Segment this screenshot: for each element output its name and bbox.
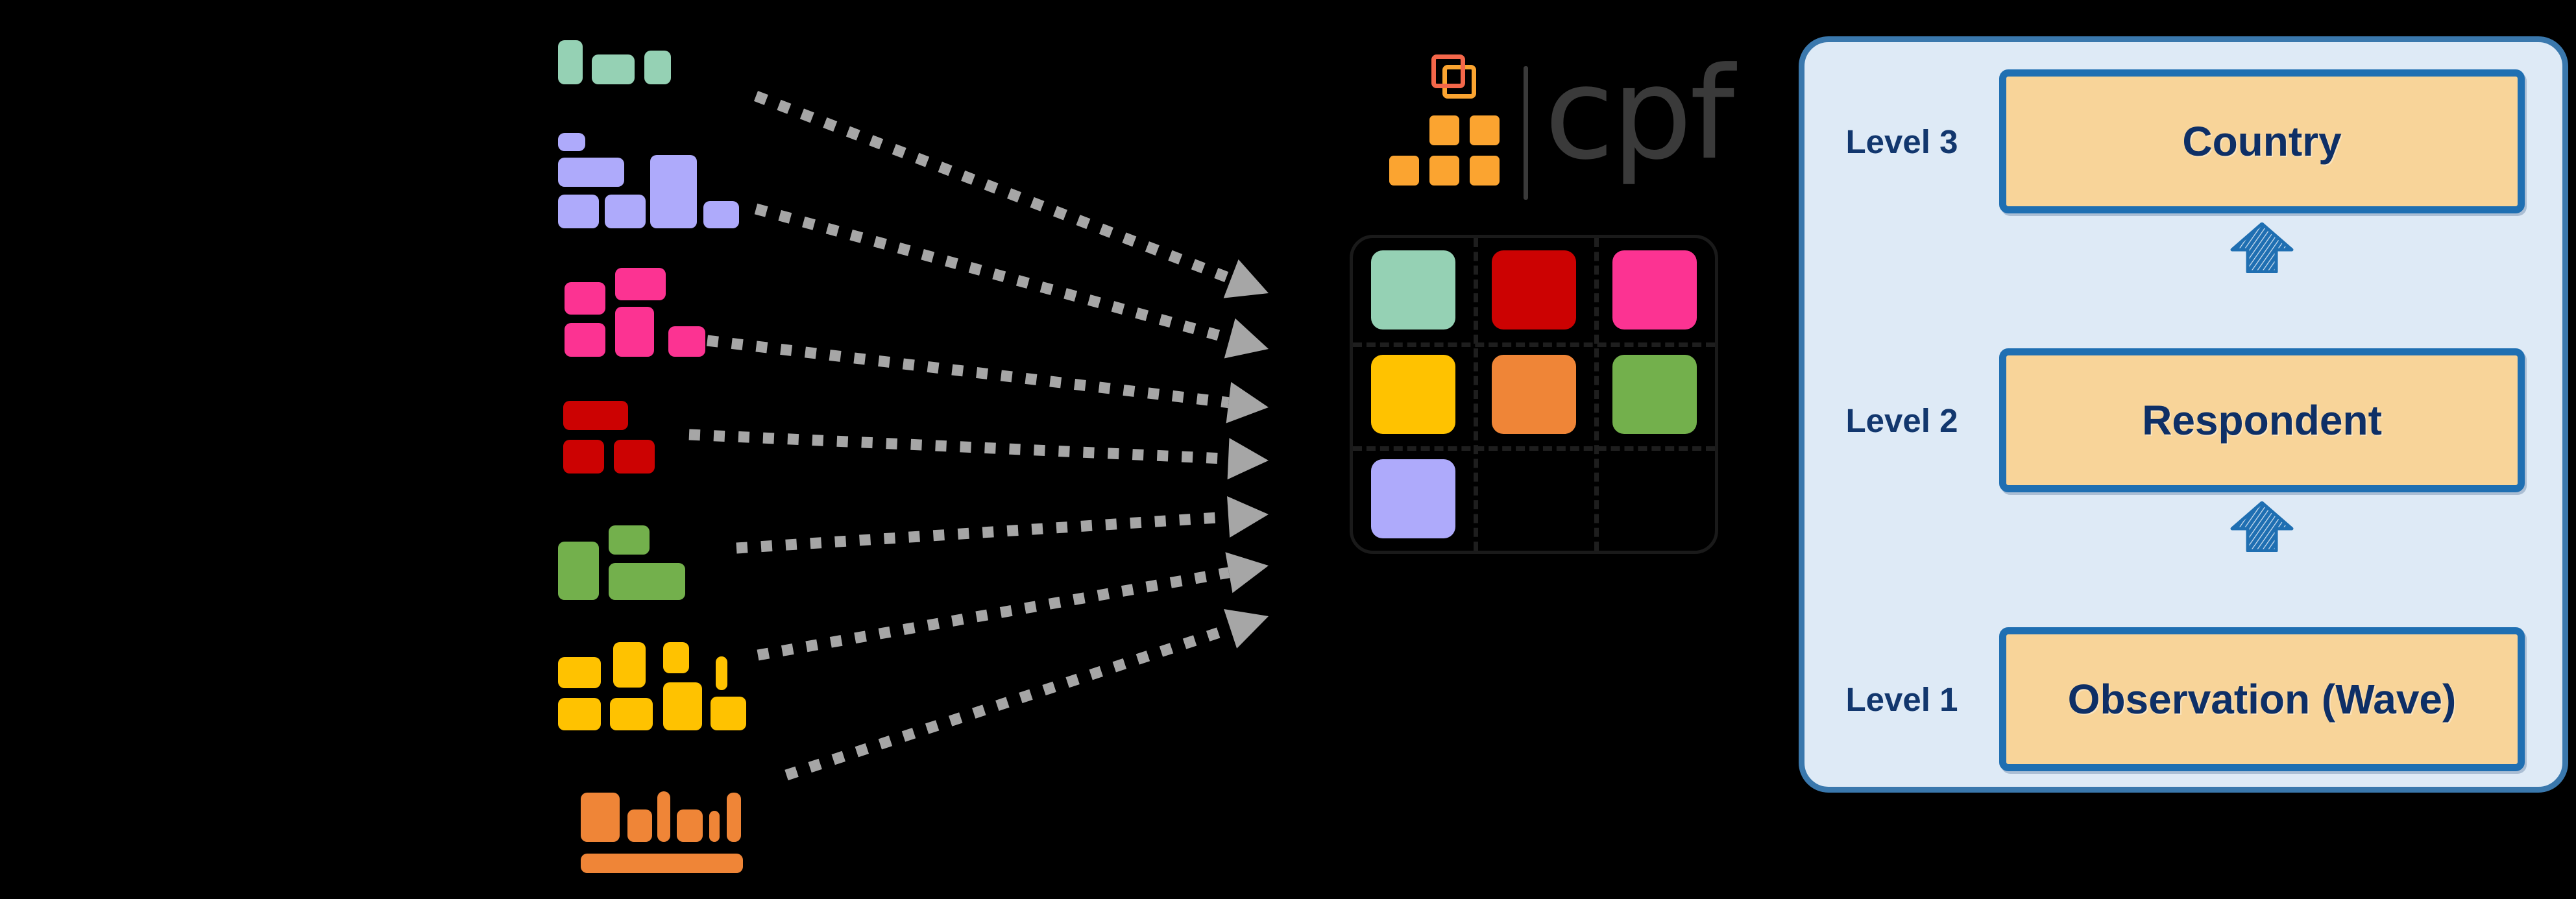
source-block-icon — [614, 440, 655, 473]
source-block-icon — [558, 158, 624, 187]
level-box-label: Respondent — [2142, 397, 2382, 444]
dotted-arrow — [688, 429, 1269, 480]
dotted-arrow — [753, 91, 1269, 298]
logo-block-icon — [1470, 115, 1500, 145]
dotted-arrow — [736, 496, 1269, 554]
level-row-1: Level 1 Observation (Wave) — [1804, 627, 2562, 771]
dotted-arrow — [784, 609, 1269, 781]
grid-cell — [1371, 459, 1455, 538]
source-block-icon — [627, 809, 652, 842]
grid-cell — [1492, 355, 1576, 434]
level-box[interactable]: Observation (Wave) — [1999, 627, 2525, 771]
source-block-icon — [558, 698, 601, 730]
logo-block-icon — [1429, 156, 1459, 186]
arrowhead-icon — [1223, 259, 1269, 298]
up-arrow-icon — [2230, 222, 2294, 273]
source-block-icon — [610, 698, 653, 730]
source-block-icon — [605, 195, 646, 228]
dotted-arrow — [706, 335, 1269, 424]
level-label: Level 3 — [1845, 123, 1958, 160]
source-block-icon — [709, 811, 720, 842]
grid-line-horizontal — [1353, 342, 1715, 347]
arrowhead-icon — [1225, 552, 1269, 593]
logo-block-icon — [1429, 115, 1459, 145]
source-block-icon — [657, 791, 670, 842]
source-block-icon — [609, 525, 650, 555]
arrowhead-icon — [1227, 438, 1269, 480]
source-block-icon — [558, 40, 583, 84]
source-block-icon — [663, 642, 689, 673]
arrowhead-icon — [1224, 318, 1269, 359]
grid-cell — [1612, 355, 1697, 434]
level-row-3: Level 3 Country — [1804, 69, 2562, 213]
dotted-arrow — [754, 203, 1269, 359]
source-block-icon — [668, 326, 705, 357]
arrowhead-icon — [1224, 609, 1269, 649]
harmonized-data-grid — [1350, 235, 1718, 554]
grid-cell — [1612, 250, 1697, 330]
logo-block-icon — [1389, 156, 1419, 186]
source-block-icon — [558, 657, 601, 688]
source-block-icon — [703, 201, 739, 228]
source-block-icon — [615, 268, 666, 300]
logo-block-icon — [1431, 54, 1465, 88]
logo-block-icon — [1470, 156, 1500, 186]
source-block-icon — [727, 793, 741, 842]
source-block-icon — [592, 54, 635, 84]
level-label: Level 2 — [1845, 402, 1958, 439]
grid-cell — [1371, 355, 1455, 434]
source-block-icon — [650, 155, 697, 228]
cpf-wordmark: cpf — [1544, 40, 1734, 188]
logo-block-icon — [1442, 65, 1476, 99]
arrowhead-icon — [1227, 496, 1269, 538]
level-label: Level 1 — [1845, 680, 1958, 718]
source-block-icon — [581, 854, 743, 873]
level-box-label: Country — [2182, 118, 2342, 165]
grid-cell — [1371, 250, 1455, 330]
source-block-icon — [563, 440, 604, 473]
source-block-icon — [677, 809, 703, 842]
source-block-icon — [716, 656, 727, 690]
source-block-icon — [615, 307, 654, 357]
source-block-icon — [558, 133, 585, 151]
source-block-icon — [609, 563, 685, 600]
source-block-icon — [558, 542, 599, 600]
arrowhead-icon — [1226, 381, 1269, 424]
source-block-icon — [644, 51, 671, 84]
grid-line-vertical — [1474, 238, 1478, 551]
cpf-logo: cpf — [1337, 26, 1734, 200]
logo-divider — [1524, 66, 1528, 200]
source-block-icon — [558, 195, 599, 228]
source-block-icon — [565, 282, 605, 315]
source-block-icon — [711, 697, 746, 730]
dotted-arrow — [757, 552, 1269, 661]
level-box[interactable]: Respondent — [1999, 348, 2525, 492]
source-block-icon — [663, 682, 702, 730]
grid-line-horizontal — [1353, 446, 1715, 451]
source-block-icon — [565, 323, 605, 357]
level-box-label: Observation (Wave) — [2067, 676, 2457, 723]
level-box[interactable]: Country — [1999, 69, 2525, 213]
grid-cell — [1492, 250, 1576, 330]
source-block-icon — [581, 793, 620, 842]
up-arrow-icon — [2230, 501, 2294, 552]
source-block-icon — [563, 401, 628, 430]
grid-line-vertical — [1594, 238, 1599, 551]
level-row-2: Level 2 Respondent — [1804, 348, 2562, 492]
source-block-icon — [613, 642, 646, 688]
